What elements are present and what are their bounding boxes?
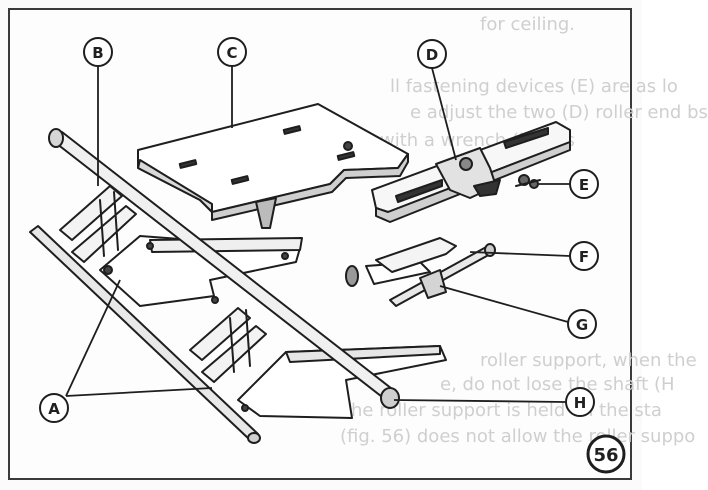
roller-bracket [371,121,571,223]
callout-b: B [83,37,113,67]
svg-text:G: G [576,316,588,334]
lower-rod [29,225,261,444]
leader-lines [65,66,571,403]
svg-text:D: D [426,46,438,64]
callout-a: A [39,393,69,423]
svg-text:F: F [579,248,589,266]
figure-number: 56 [593,445,618,466]
bleed-text-5: roller support, when the [480,350,697,371]
bleed-text-6: e, do not lose the shaft (H [440,374,675,395]
bleed-text-2: ll fastening devices (E) are as lo [390,76,678,97]
table-plate [137,103,409,229]
svg-text:C: C [226,44,237,62]
upper-rod [48,128,400,409]
fastening-bolts [515,174,541,189]
stand-frame [59,185,447,419]
exploded-view-illustration: B C D E F G H [29,37,626,474]
svg-text:E: E [579,176,589,194]
callout-g: G [567,309,597,339]
callout-d: D [417,39,447,69]
svg-text:B: B [92,44,103,62]
callout-e: E [569,169,599,199]
callout-f: F [569,241,599,271]
svg-text:H: H [574,394,587,412]
callout-c: C [217,37,247,67]
bleed-text-1: for ceiling. [480,14,576,35]
shaft-assembly [345,237,496,307]
callout-h: H [565,387,595,417]
callouts: B C D E F G H [39,37,599,423]
figure-number-badge: 56 [586,434,626,474]
svg-text:A: A [48,400,60,418]
bleed-text-3: e adjust the two (D) roller end bs [410,102,708,123]
manual-page: for ceiling. ll fastening devices (E) ar… [8,8,708,480]
